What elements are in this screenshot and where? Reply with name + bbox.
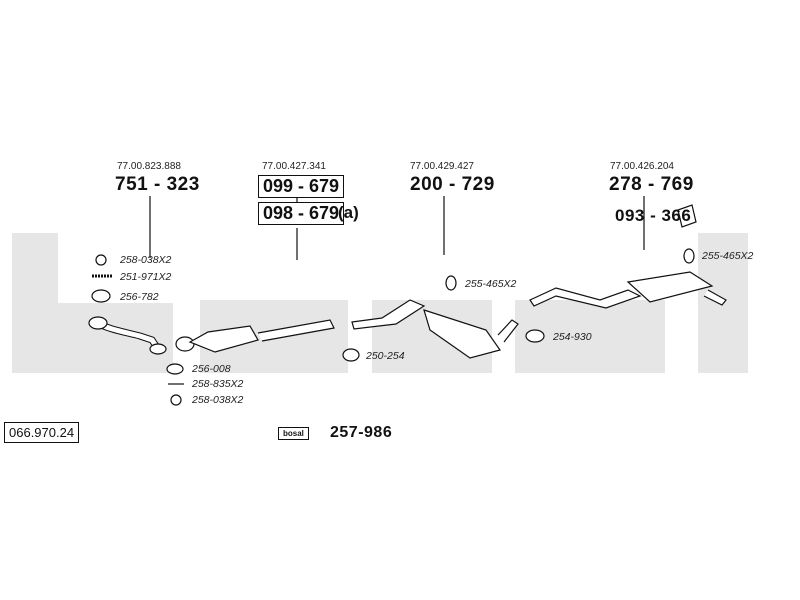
label-250-254: 250-254 [366, 350, 405, 362]
front-pipe-end-flange [149, 343, 167, 355]
clamp-254-930 [525, 329, 545, 343]
catalyst-inlet-flange [175, 336, 195, 352]
part-number-098-679: 098 - 679 [258, 202, 345, 225]
part-number-200-729: 200 - 729 [410, 174, 495, 195]
mid-silencer-outlet [497, 319, 519, 343]
nut-258-038-bottom [170, 394, 182, 406]
gasket-256-008 [166, 363, 184, 375]
rear-tailpipe [703, 289, 727, 306]
catalyst-outlet-pipe [257, 319, 335, 342]
bracket-093-366 [677, 204, 697, 228]
part-number-257-986: 257-986 [330, 424, 393, 441]
diagram-number: 066.970.24 [4, 422, 80, 443]
label-251-971: 251-971X2 [120, 271, 172, 283]
gasket-256-782 [91, 289, 111, 303]
part-number-093-366: 093 - 366 [615, 206, 692, 225]
label-258-835: 258-835X2 [192, 378, 244, 390]
label-256-782: 256-782 [120, 291, 159, 303]
nut-258-038-top [95, 254, 107, 266]
watermark-b-stem [12, 233, 58, 373]
part-number-751-323: 751 - 323 [115, 174, 200, 195]
bosal-kit-logo: bosal [278, 427, 309, 440]
oe-number-2: 77.00.427.341 [262, 161, 326, 172]
hanger-255-465-right [683, 248, 695, 264]
label-254-930: 254-930 [553, 331, 592, 343]
part-number-278-769: 278 - 769 [609, 174, 694, 195]
catalyst-body [188, 325, 259, 353]
part-suffix-a: (a) [338, 203, 359, 222]
label-258-038-top: 258-038X2 [120, 254, 172, 266]
part-number-099-679: 099 - 679 [258, 175, 345, 198]
label-256-008: 256-008 [192, 363, 231, 375]
oe-number-1: 77.00.823.888 [117, 161, 181, 172]
oe-number-3: 77.00.429.427 [410, 161, 474, 172]
oe-number-4: 77.00.426.204 [610, 161, 674, 172]
clamp-250-254 [342, 348, 360, 362]
mid-silencer [423, 309, 501, 359]
rear-pipe [529, 287, 642, 309]
front-pipe-flange [88, 316, 108, 330]
label-258-038-bottom: 258-038X2 [192, 394, 244, 406]
hanger-255-465-mid [445, 275, 457, 291]
mid-pipe [351, 299, 426, 330]
rear-silencer [626, 271, 714, 303]
label-255-465-mid: 255-465X2 [465, 278, 517, 290]
label-255-465-right: 255-465X2 [702, 250, 754, 262]
